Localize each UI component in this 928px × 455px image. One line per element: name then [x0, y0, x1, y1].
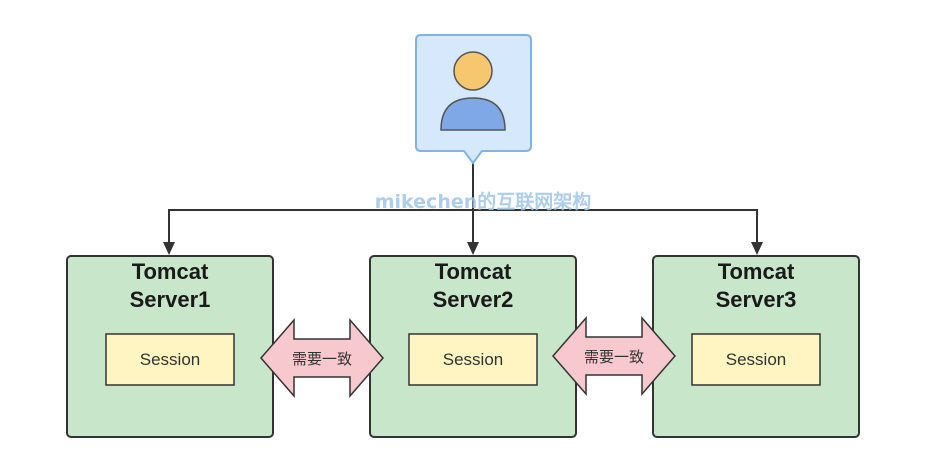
arrowhead-server2-icon	[467, 242, 479, 255]
server-node-2: Tomcat Server2 Session	[369, 255, 577, 438]
session-box	[408, 333, 538, 386]
sync-arrow-1: 需要一致	[260, 317, 384, 399]
connector-lines	[168, 160, 758, 244]
session-label: Session	[443, 350, 503, 369]
user-node	[415, 34, 532, 165]
connector-arrowheads	[163, 242, 763, 255]
arrowhead-server1-icon	[163, 242, 175, 255]
server-node-3: Tomcat Server3 Session	[652, 255, 860, 438]
session-label: Session	[726, 350, 786, 369]
server-title-line1: Tomcat	[132, 259, 209, 284]
user-head	[453, 51, 493, 91]
user-avatar-icon	[440, 51, 506, 131]
server-title-line2: Server1	[130, 287, 211, 312]
session-box	[105, 333, 235, 386]
arrowhead-server3-icon	[751, 242, 763, 255]
sync-arrow-label: 需要一致	[584, 348, 644, 366]
session-label: Session	[140, 350, 200, 369]
server-node-1: Tomcat Server1 Session	[66, 255, 274, 438]
double-arrow-icon	[260, 317, 384, 399]
double-arrow-icon	[552, 315, 676, 397]
watermark-text: mikechen的互联网架构	[375, 190, 592, 213]
server-title-line1: Tomcat	[718, 259, 795, 284]
session-box	[691, 333, 821, 386]
server-title-line2: Server2	[433, 287, 514, 312]
server-title-line1: Tomcat	[435, 259, 512, 284]
user-body	[440, 97, 506, 131]
sync-arrow-2: 需要一致	[552, 315, 676, 397]
sync-arrow-label: 需要一致	[292, 350, 352, 368]
server-title-line2: Server3	[716, 287, 797, 312]
